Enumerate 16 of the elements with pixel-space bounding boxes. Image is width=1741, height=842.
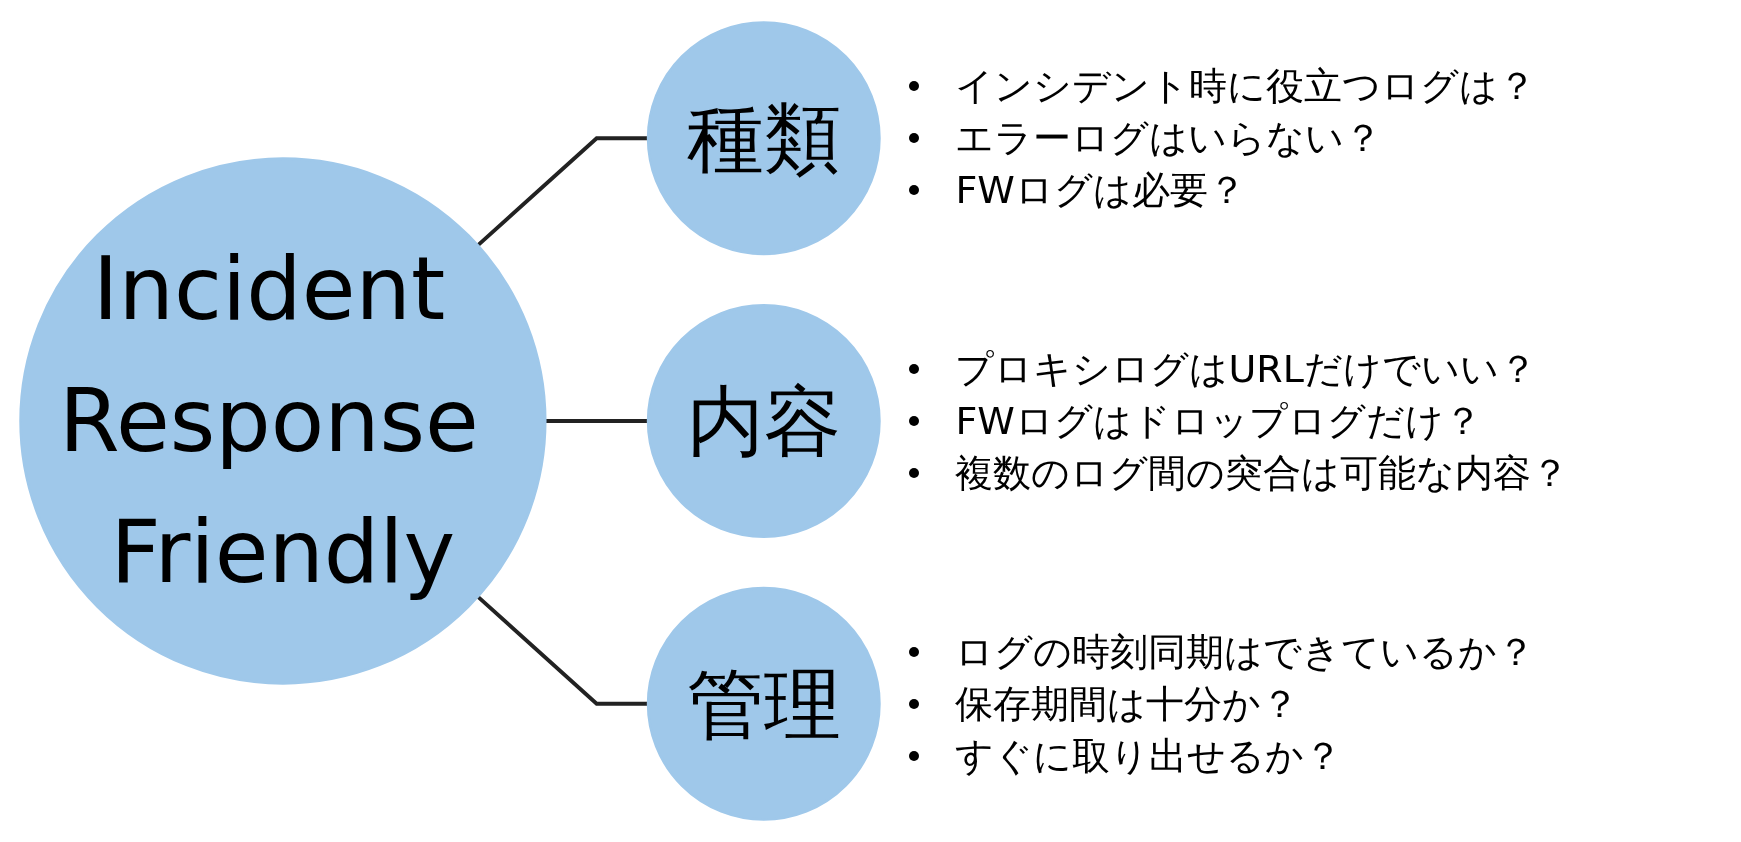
question-text: プロキシログはURLだけでいい？ — [955, 346, 1537, 393]
node-circle: 内容 — [646, 304, 881, 538]
question-text: FWログは必要？ — [955, 167, 1246, 215]
connector — [476, 136, 649, 247]
connector — [545, 419, 649, 423]
question-text: 保存期間は十分か？ — [955, 680, 1300, 728]
question-text: 複数のログ間の突合は可能な内容？ — [955, 450, 1570, 497]
node-circle: 種類 — [646, 21, 881, 256]
question-text: エラーログはいらない？ — [955, 115, 1383, 163]
question-text: ログの時刻同期はできているか？ — [955, 628, 1536, 676]
question-text: すぐに取り出せるか？ — [955, 732, 1343, 780]
node-circle: 管理 — [646, 586, 881, 821]
connector — [476, 595, 649, 706]
question-text: FWログはドロップログだけ？ — [955, 398, 1482, 445]
node-circle: Incident Response Friendly — [19, 157, 547, 685]
question-text: インシデント時に役立つログは？ — [955, 63, 1537, 111]
